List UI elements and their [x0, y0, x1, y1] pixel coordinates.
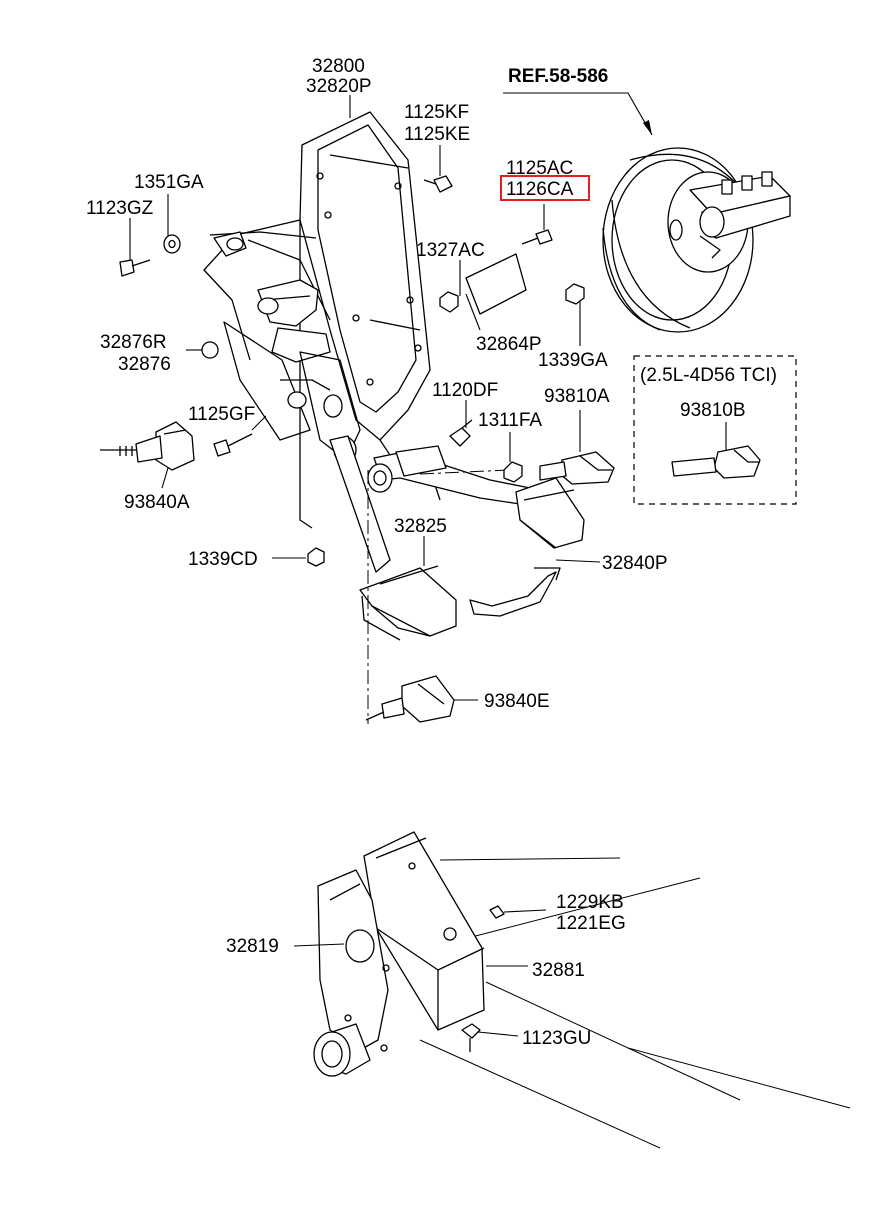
label-93840e: 93840E [484, 691, 550, 712]
brake-booster [602, 147, 791, 333]
label-93810a: 93810A [544, 386, 610, 407]
label-1125ke: 1125KE [404, 124, 470, 145]
bolt-1125kf [423, 175, 453, 193]
switch-93810a [539, 451, 615, 485]
bolt-1120df [449, 419, 473, 447]
nut-1327ac [439, 291, 459, 313]
label-1229kb: 1229KB [556, 892, 624, 913]
label-32819: 32819 [226, 936, 279, 957]
label-1221eg: 1221EG [556, 913, 626, 934]
pedal-pivot-linkage [213, 231, 361, 464]
bolt-1126ca [521, 229, 553, 245]
label-93810b: 93810B [680, 400, 746, 421]
switch-93810b [671, 445, 761, 479]
switch-93840a [100, 421, 195, 471]
label-32876r: 32876R [100, 332, 167, 353]
nut-1339cd [307, 547, 325, 567]
plug-32876 [201, 341, 219, 359]
label-32840p: 32840P [602, 553, 668, 574]
lower-pedal-assembly [313, 831, 851, 1149]
nut-1339ga [565, 283, 585, 305]
washer-1351ga [163, 234, 181, 254]
pedal-bracket [203, 111, 441, 529]
part-labels: 32800 32820P 1125KF 1125KE 1125AC 1126CA… [86, 56, 746, 1049]
highlight-box-1126ca [500, 175, 590, 201]
label-32800: 32800 [312, 56, 365, 77]
label-1311fa: 1311FA [478, 410, 542, 431]
label-32820p: 32820P [306, 76, 372, 97]
label-1123gz: 1123GZ [86, 198, 154, 219]
label-1327ac: 1327AC [416, 240, 485, 261]
label-1125ac: 1125AC [506, 158, 573, 179]
label-1125kf: 1125KF [404, 102, 469, 123]
label-1339cd: 1339CD [188, 549, 258, 570]
ref-58-586-label: REF.58-586 [508, 66, 608, 87]
label-1351ga: 1351GA [134, 172, 204, 193]
label-1339ga: 1339GA [538, 350, 608, 371]
bolt-1123gz [119, 259, 151, 277]
label-32881: 32881 [532, 960, 585, 981]
label-1126ca: 1126CA [506, 179, 574, 200]
clutch-pedal [329, 435, 457, 641]
bolt-1125gf [213, 433, 253, 457]
nut-1311fa [503, 461, 523, 483]
label-93840a: 93840A [124, 492, 190, 513]
label-32864p: 32864P [476, 334, 542, 355]
label-32825: 32825 [394, 516, 447, 537]
switch-93840e [365, 675, 455, 723]
label-1123gu: 1123GU [522, 1028, 591, 1049]
variant-box [633, 355, 797, 505]
bracket-plate-32864p [465, 253, 527, 315]
leader-lines [129, 95, 727, 1037]
label-32876: 32876 [118, 354, 171, 375]
label-1120df: 1120DF [432, 380, 498, 401]
accelerator-arm [469, 567, 561, 617]
variant-box-label: (2.5L-4D56 TCI) [640, 365, 777, 386]
label-1125gf: 1125GF [188, 404, 255, 425]
brake-pedal [367, 445, 585, 549]
